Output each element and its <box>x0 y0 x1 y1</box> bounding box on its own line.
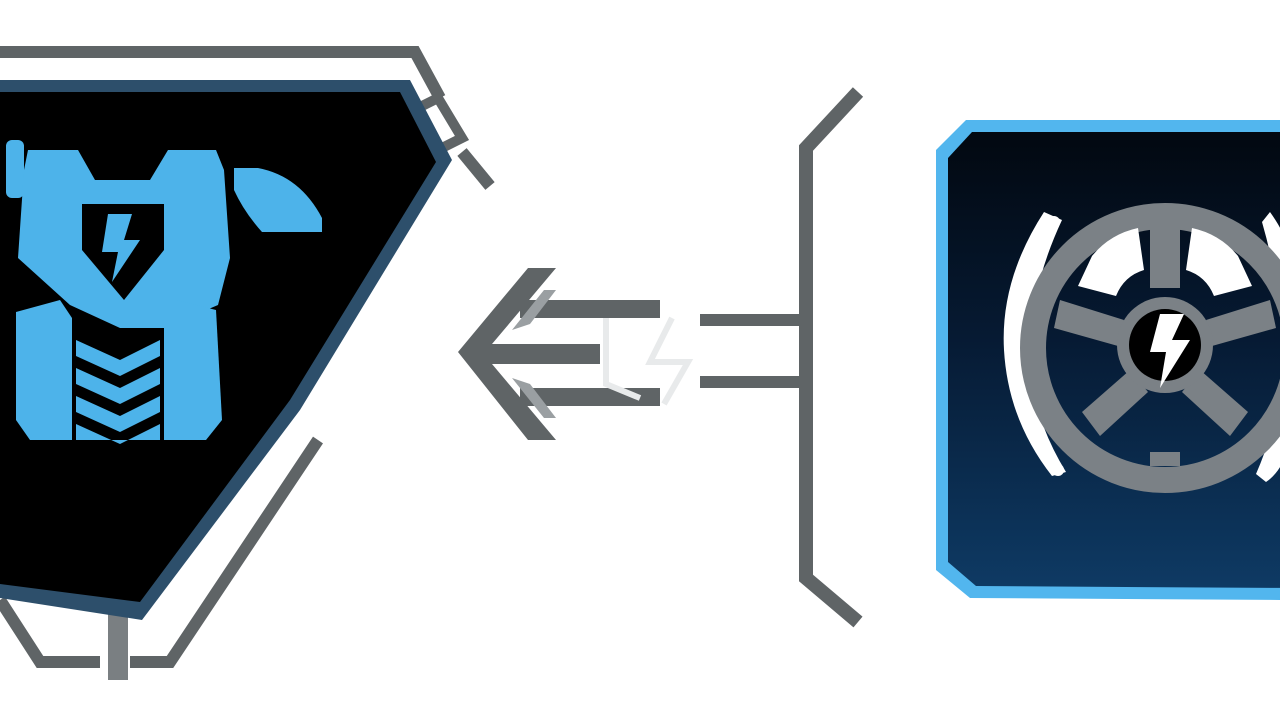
lightning-bolt-icon <box>1150 314 1190 388</box>
energy-module-card[interactable] <box>936 120 1280 600</box>
connector-links <box>700 314 806 388</box>
transfer-arrow-connector <box>458 87 864 628</box>
left-arrow-icon <box>458 268 660 440</box>
connector-bracket <box>799 87 864 628</box>
arrow-bolt-icon <box>603 316 694 406</box>
module-card-body <box>948 132 1280 588</box>
energy-core-icon <box>1003 203 1280 493</box>
arrow-highlights <box>512 290 556 418</box>
badge-outer-frame <box>0 46 495 668</box>
badge-bottom-notch <box>108 612 128 680</box>
body-armor-icon <box>6 140 322 444</box>
lightning-bolt-icon <box>82 204 164 300</box>
armor-upgrade-badge[interactable] <box>0 46 495 680</box>
